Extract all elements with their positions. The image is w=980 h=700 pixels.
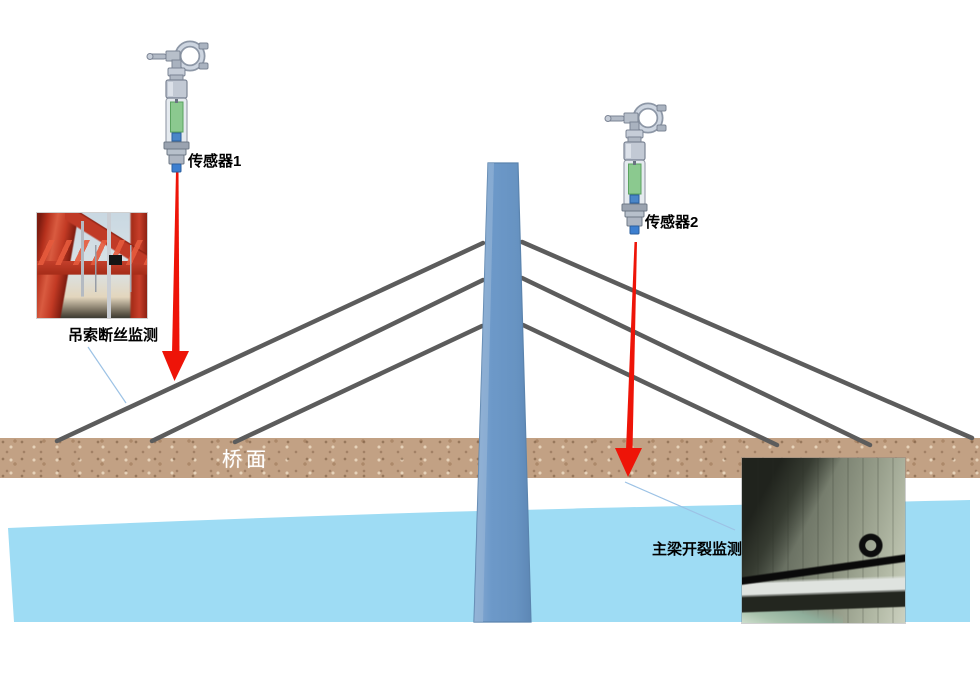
stay-cable-right-2 [519, 275, 873, 448]
arrow1-head [162, 351, 189, 381]
stay-cable-right-3 [520, 322, 780, 448]
sensor1-label: 传感器1 [188, 153, 242, 170]
laser-arrow-2 [615, 214, 642, 477]
bridge-deck-label: 桥面 [222, 449, 270, 471]
leader-line-cable-photo [87, 346, 127, 404]
stay-cable-left-1 [54, 240, 486, 444]
sensor2-label: 传感器2 [645, 214, 699, 231]
stay-cable-right-1 [519, 239, 975, 441]
arrow2-shaft [626, 242, 637, 450]
arrow1-shaft [172, 171, 180, 353]
cable-monitoring-caption: 吊索断丝监测 [68, 327, 159, 344]
girder-monitoring-caption: 主梁开裂监测 [652, 541, 743, 558]
arrow2-head [615, 448, 642, 477]
leader-line-girder-photo [624, 481, 736, 531]
stay-cable-left-3 [232, 323, 485, 445]
suspender-cable-photo [37, 213, 147, 318]
girder-underside-photo [742, 458, 905, 623]
stay-cable-left-2 [149, 277, 486, 444]
stay-cables [54, 239, 975, 448]
pylon-highlight [474, 163, 494, 622]
laser-arrow-1 [162, 171, 189, 381]
